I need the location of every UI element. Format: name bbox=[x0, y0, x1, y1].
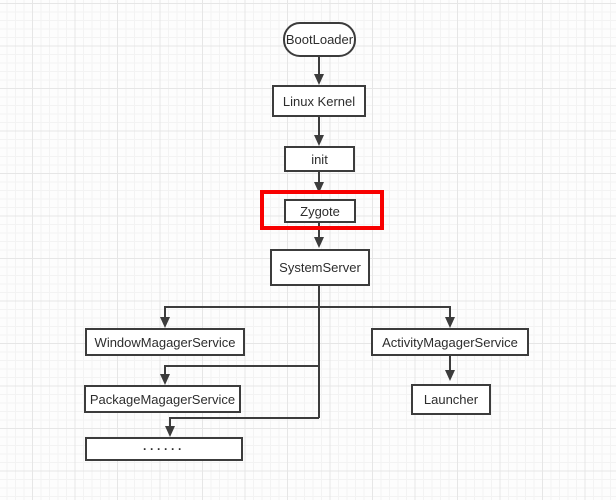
node-activitymanagerservice: ActivityMagagerService bbox=[371, 328, 529, 356]
node-zygote: Zygote bbox=[284, 199, 356, 223]
node-ellipsis: ······ bbox=[85, 437, 243, 461]
node-packagemanagerservice: PackageMagagerService bbox=[84, 385, 241, 413]
arrowhead-kernel-init bbox=[314, 135, 324, 146]
node-linux-kernel: Linux Kernel bbox=[272, 85, 366, 117]
node-launcher: Launcher bbox=[411, 384, 491, 415]
arrowhead-init-zygote bbox=[314, 182, 324, 193]
node-bootloader: BootLoader bbox=[283, 22, 356, 57]
highlight-box-zygote bbox=[260, 190, 384, 230]
arrowhead-launcher bbox=[445, 370, 455, 381]
arrowhead-bootloader-kernel bbox=[314, 74, 324, 85]
edge-branch-ellipsis bbox=[169, 417, 319, 427]
arrowhead-packagemanager bbox=[160, 374, 170, 385]
arrowhead-ellipsis bbox=[165, 426, 175, 437]
node-init: init bbox=[284, 146, 355, 172]
edge-branch-package bbox=[164, 365, 319, 375]
arrowhead-zygote-systemserver bbox=[314, 237, 324, 248]
edge-branch-top bbox=[164, 306, 451, 318]
arrowhead-windowmanager bbox=[160, 317, 170, 328]
arrowhead-activitymanager bbox=[445, 317, 455, 328]
node-systemserver: SystemServer bbox=[270, 249, 370, 286]
node-windowmanagerservice: WindowMagagerService bbox=[85, 328, 245, 356]
